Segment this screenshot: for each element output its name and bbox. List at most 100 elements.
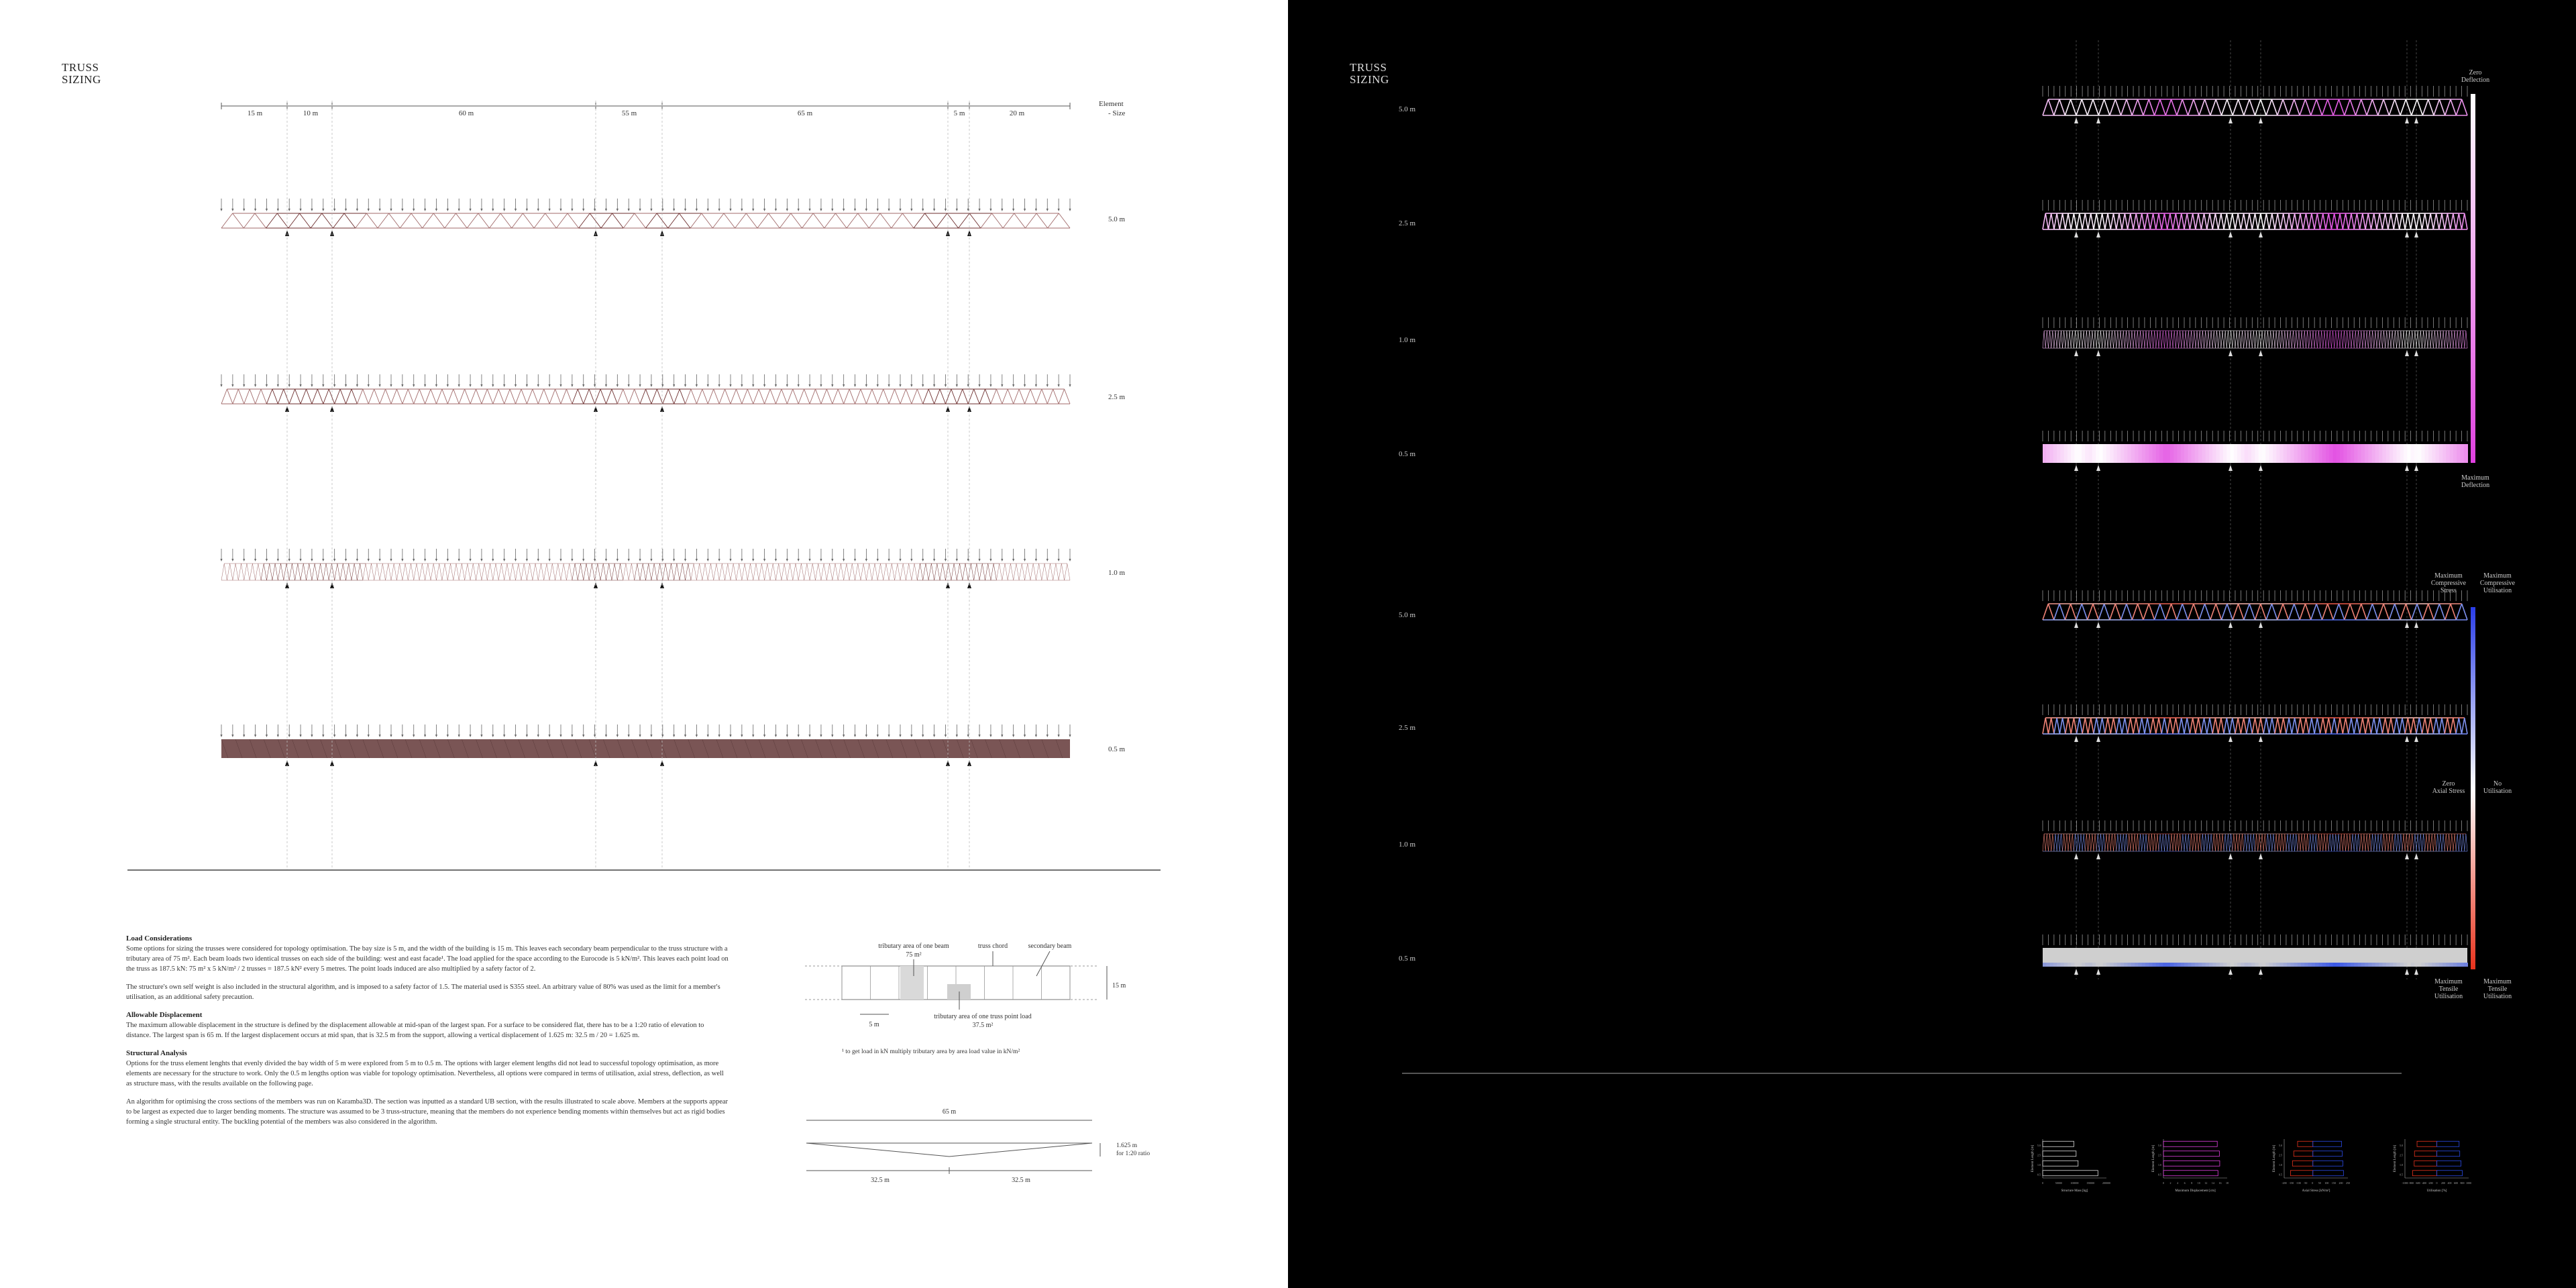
truss-member [2384, 213, 2389, 230]
truss-member [871, 388, 878, 405]
truss-member [2068, 833, 2070, 852]
truss-member [656, 213, 669, 229]
truss-member [2104, 833, 2107, 852]
truss-member [2155, 213, 2159, 230]
truss-member [2063, 833, 2066, 852]
truss-dense [2389, 963, 2394, 967]
truss-member [976, 563, 980, 581]
truss-member [659, 739, 667, 759]
span-label: 20 m [1010, 109, 1025, 117]
y-axis-label: Element Length [m] [2031, 1144, 2035, 1172]
truss-dense [2361, 963, 2366, 967]
truss-member [2365, 833, 2367, 852]
truss-member [425, 563, 429, 581]
truss-member [2089, 330, 2092, 349]
truss-member [317, 388, 324, 405]
truss-member [2096, 330, 2098, 349]
truss-dense [2219, 444, 2224, 463]
truss-member [2100, 330, 2102, 349]
truss-member [2116, 833, 2118, 852]
truss-member [611, 388, 618, 405]
truss-member [1013, 739, 1020, 759]
truss-member [2255, 330, 2257, 349]
support-triangle [594, 230, 598, 236]
truss-member [2294, 99, 2300, 116]
support-triangle [2074, 465, 2078, 471]
truss-member [2196, 833, 2199, 852]
category-label: 1.0 [2279, 1163, 2282, 1167]
truss-member [2366, 330, 2369, 349]
truss-dense [2063, 963, 2068, 967]
truss-member [730, 739, 738, 759]
truss-dense [2332, 444, 2337, 463]
truss-dense [2311, 963, 2316, 967]
truss-member [2413, 717, 2417, 735]
truss-member [2189, 213, 2194, 230]
support-triangle [2074, 969, 2078, 975]
truss-member [2243, 717, 2247, 735]
load-arrow-head [650, 209, 653, 211]
truss-member [679, 213, 691, 229]
load-arrow-head [435, 559, 438, 561]
truss-member [2253, 330, 2255, 349]
truss-member [2352, 833, 2355, 852]
load-arrow-head [390, 209, 392, 211]
truss-member [2464, 833, 2467, 852]
truss-member [857, 213, 869, 229]
truss-member [221, 213, 233, 229]
load-arrow-head [480, 735, 483, 737]
truss-member [260, 563, 264, 581]
truss-member [718, 563, 722, 581]
truss-member [2454, 330, 2457, 349]
load-arrow-head [299, 735, 302, 737]
truss-member [2130, 213, 2134, 230]
truss-member [343, 213, 356, 229]
truss-member [2287, 330, 2290, 349]
load-arrow-head [944, 559, 947, 561]
load-arrow-head [922, 735, 924, 737]
truss-member [2049, 330, 2051, 349]
load-arrow-head [1023, 735, 1026, 737]
truss-member [566, 563, 570, 581]
support-triangle [2229, 117, 2233, 123]
truss-member [1002, 213, 1015, 229]
truss-member [2138, 717, 2143, 735]
text-column: Load Considerations Some options for siz… [126, 934, 730, 1135]
truss-member [2080, 330, 2083, 349]
truss-member [588, 388, 596, 405]
truss-member [470, 388, 476, 405]
load-arrow-head [1023, 384, 1026, 387]
load-arrow-head [752, 384, 755, 387]
load-arrow-head [435, 735, 438, 737]
truss-member [2438, 717, 2443, 735]
truss-dense [2135, 444, 2139, 463]
truss-member [2042, 99, 2049, 116]
truss-member [2131, 833, 2134, 852]
truss-member [2255, 833, 2257, 852]
truss-member [2120, 603, 2127, 621]
truss-member [2180, 213, 2185, 230]
category-label: 1.0 [2037, 1163, 2041, 1167]
truss-member [2048, 833, 2050, 852]
truss-member [2144, 833, 2147, 852]
truss-member [2390, 213, 2395, 230]
truss-member [2226, 603, 2233, 621]
truss-dense [2159, 444, 2164, 463]
truss-member [857, 563, 861, 581]
truss-dense [2446, 444, 2451, 463]
load-arrow-head [673, 559, 676, 561]
truss-member [993, 563, 997, 581]
truss-member [696, 388, 703, 405]
truss-member [543, 388, 550, 405]
truss-member [2436, 330, 2438, 349]
truss-member [902, 213, 914, 229]
truss-member [2165, 99, 2172, 116]
tick-label: 10 [2198, 1181, 2200, 1185]
truss-member [2369, 330, 2371, 349]
tick-label: 50000 [2055, 1181, 2062, 1185]
truss-member [2125, 330, 2127, 349]
load-arrow-head [661, 384, 664, 387]
truss-member [2305, 213, 2310, 230]
truss-member [2178, 330, 2180, 349]
